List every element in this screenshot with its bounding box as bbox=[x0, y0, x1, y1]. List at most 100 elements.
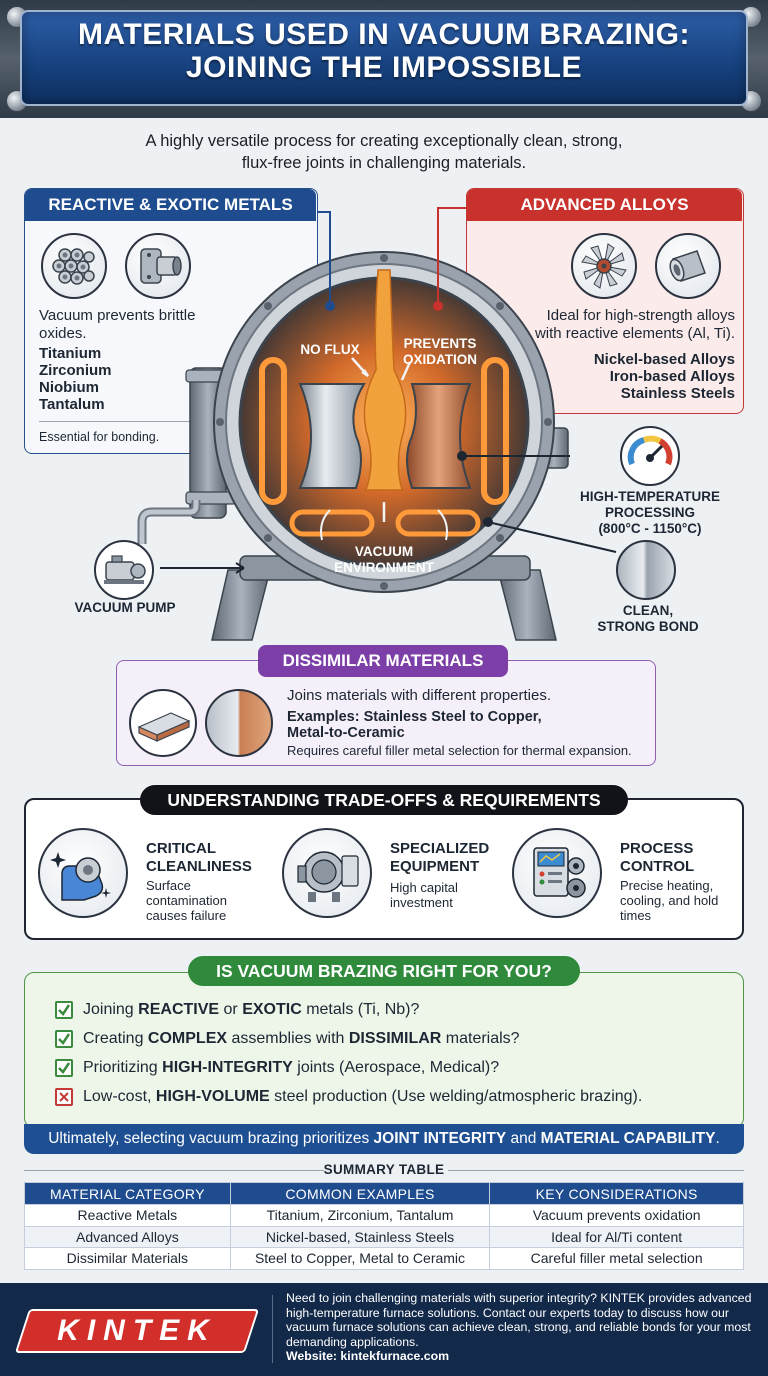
tradeoffs-panel: CRITICAL CLEANLINESS Surface contaminati… bbox=[24, 798, 744, 940]
advanced-desc-line: with reactive elements (Al, Ti). bbox=[534, 325, 735, 342]
bond-cross-section-icon bbox=[616, 540, 676, 600]
checkbox-checked-icon bbox=[55, 1030, 73, 1048]
dissimilar-materials-title: DISSIMILAR MATERIALS bbox=[258, 645, 508, 677]
label-line: HIGH-TEMPERATURE bbox=[580, 489, 720, 504]
conclusion-emphasis: MATERIAL CAPABILITY bbox=[540, 1130, 716, 1147]
label-line: VACUUM bbox=[354, 544, 414, 559]
page-title-line: MATERIALS USED IN VACUUM BRAZING: bbox=[77, 18, 691, 51]
list-item: Titanium bbox=[39, 345, 102, 362]
checklist-item: Low-cost, HIGH-VOLUME steel production (… bbox=[83, 1085, 642, 1109]
description-line: times bbox=[620, 908, 652, 923]
row-text: steel production (Use welding/atmospheri… bbox=[269, 1088, 643, 1105]
description-line: Surface bbox=[146, 878, 191, 893]
row-text: Creating bbox=[83, 1030, 148, 1047]
example-line: Metal-to-Ceramic bbox=[287, 725, 405, 741]
table-row: Dissimilar Materials Steel to Copper, Me… bbox=[24, 1247, 744, 1270]
conclusion-bar: Ultimately, selecting vacuum brazing pri… bbox=[24, 1124, 744, 1154]
page-subtitle: A highly versatile process for creating … bbox=[60, 130, 708, 174]
logo-text: KINTEK bbox=[57, 1314, 217, 1347]
kintek-logo[interactable]: KINTEK bbox=[14, 1309, 260, 1353]
control-panel-icon bbox=[512, 828, 602, 918]
tradeoff-heading: PROCESS CONTROL bbox=[620, 840, 694, 876]
table-cell: Reactive Metals bbox=[24, 1204, 231, 1227]
label-line: PROCESSING bbox=[604, 505, 696, 520]
page-title-line: JOINING THE IMPOSSIBLE bbox=[185, 51, 583, 84]
row-text: assemblies with bbox=[227, 1030, 349, 1047]
table-cell: Vacuum prevents oxidation bbox=[489, 1204, 744, 1227]
pipe-joint-icon bbox=[205, 689, 273, 757]
vacuum-pump-label: VACUUM PUMP bbox=[74, 600, 176, 615]
checkbox-checked-icon bbox=[55, 1059, 73, 1077]
list-item: Nickel-based Alloys bbox=[593, 351, 735, 368]
conclusion-text: . bbox=[715, 1130, 720, 1147]
label-line: (800°C - 1150°C) bbox=[598, 521, 702, 536]
heading-line: CONTROL bbox=[620, 858, 695, 875]
row-emphasis: HIGH-VOLUME bbox=[155, 1088, 270, 1105]
vacuum-chamber-illustration bbox=[137, 207, 617, 641]
dissimilar-note: Requires careful filler metal selection … bbox=[287, 743, 632, 758]
reactive-desc-line: Vacuum prevents brittle bbox=[39, 307, 196, 324]
row-text: or bbox=[219, 1001, 243, 1018]
summary-table-title: SUMMARY TABLE bbox=[323, 1162, 445, 1177]
list-item: Niobium bbox=[39, 379, 99, 396]
heading-line: CRITICAL bbox=[146, 840, 216, 857]
example-line: Examples: Stainless Steel to Copper, bbox=[287, 709, 542, 725]
divider bbox=[272, 1295, 273, 1363]
row-text: Low-cost, bbox=[83, 1088, 156, 1105]
copper-plate-icon bbox=[129, 689, 197, 757]
reactive-desc: Vacuum prevents brittle oxides. bbox=[39, 307, 195, 343]
divider bbox=[24, 1170, 324, 1171]
bushing-icon bbox=[655, 233, 721, 299]
table-cell: Dissimilar Materials bbox=[24, 1247, 231, 1270]
tradeoff-description: Surface contamination causes failure bbox=[146, 878, 227, 923]
list-item: Stainless Steels bbox=[620, 385, 735, 402]
row-emphasis: REACTIVE bbox=[138, 1001, 220, 1018]
table-cell: Titanium, Zirconium, Tantalum bbox=[229, 1204, 491, 1227]
divider bbox=[448, 1170, 744, 1171]
label-line: PREVENTS bbox=[403, 336, 477, 351]
advanced-desc-line: Ideal for high-strength alloys bbox=[546, 307, 735, 324]
conclusion-text: Ultimately, selecting vacuum brazing pri… bbox=[48, 1130, 374, 1147]
heading-line: EQUIPMENT bbox=[390, 858, 480, 875]
vacuum-pump-icon bbox=[94, 540, 154, 600]
row-text: Prioritizing bbox=[83, 1059, 163, 1076]
row-text: materials? bbox=[441, 1030, 520, 1047]
tradeoff-heading: CRITICAL CLEANLINESS bbox=[146, 840, 252, 876]
flange-icon bbox=[125, 233, 191, 299]
description-line: contamination bbox=[146, 893, 227, 908]
description-line: High capital bbox=[390, 880, 458, 895]
gloved-hand-icon bbox=[38, 828, 128, 918]
checklist-item: Creating COMPLEX assemblies with DISSIMI… bbox=[83, 1027, 520, 1051]
website-link[interactable]: Website: kintekfurnace.com bbox=[286, 1349, 450, 1363]
subtitle-line: flux-free joints in challenging material… bbox=[241, 154, 527, 172]
summary-table: MATERIAL CATEGORY COMMON EXAMPLES KEY CO… bbox=[24, 1182, 744, 1270]
table-cell: Ideal for Al/Ti content bbox=[489, 1225, 744, 1248]
right-for-you-panel: Joining REACTIVE or EXOTIC metals (Ti, N… bbox=[24, 972, 744, 1128]
checkbox-checked-icon bbox=[55, 1001, 73, 1019]
table-row: Advanced Alloys Nickel-based, Stainless … bbox=[24, 1225, 744, 1248]
advanced-alloy-list: Nickel-based Alloys Iron-based Alloys St… bbox=[467, 351, 735, 402]
turbine-icon bbox=[571, 233, 637, 299]
advanced-alloys-title: ADVANCED ALLOYS bbox=[467, 189, 742, 221]
checkbox-x-icon bbox=[55, 1088, 73, 1106]
heading-line: CLEANLINESS bbox=[146, 858, 252, 875]
table-cell: Careful filler metal selection bbox=[489, 1247, 744, 1270]
vacuum-environment-label: VACUUM ENVIRONMENT bbox=[324, 544, 444, 576]
footer-blurb: Need to join challenging materials with … bbox=[286, 1291, 752, 1349]
header-banner: MATERIALS USED IN VACUUM BRAZING: JOININ… bbox=[0, 0, 768, 118]
divider bbox=[39, 421, 239, 422]
reactive-note: Essential for bonding. bbox=[39, 430, 160, 444]
reactive-metal-list: Titanium Zirconium Niobium Tantalum bbox=[39, 345, 112, 413]
advanced-desc: Ideal for high-strength alloys with reac… bbox=[467, 307, 735, 343]
tradeoffs-title: UNDERSTANDING TRADE-OFFS & REQUIREMENTS bbox=[140, 785, 628, 815]
row-text: Joining bbox=[83, 1001, 139, 1018]
tradeoff-heading: SPECIALIZED EQUIPMENT bbox=[390, 840, 489, 876]
conclusion-text: and bbox=[506, 1130, 541, 1147]
page-title: MATERIALS USED IN VACUUM BRAZING: JOININ… bbox=[30, 18, 738, 84]
no-flux-label: NO FLUX bbox=[300, 342, 360, 357]
reactive-desc-line: oxides. bbox=[39, 325, 87, 342]
clean-bond-label: CLEAN, STRONG BOND bbox=[586, 603, 710, 635]
row-emphasis: COMPLEX bbox=[147, 1030, 228, 1047]
checklist-item: Prioritizing HIGH-INTEGRITY joints (Aero… bbox=[83, 1056, 499, 1080]
description-line: Precise heating, bbox=[620, 878, 714, 893]
